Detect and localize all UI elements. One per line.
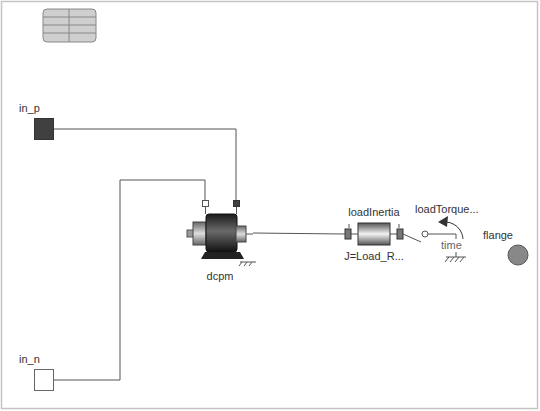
inertia-component: loadInertiaJ=Load_R...: [345, 222, 403, 246]
torque-source-symbol: [422, 216, 466, 262]
connector-circle: [507, 244, 529, 266]
component-label: loadInertia: [348, 206, 399, 219]
dc-motor-symbol: [187, 201, 256, 267]
connection-wire: [54, 180, 205, 380]
component-label: dcpm: [207, 270, 234, 283]
input-pin-negative: [35, 370, 54, 391]
motor-component: dcpm: [187, 200, 253, 266]
torque-component: loadTorque...time: [421, 220, 471, 264]
component-label: flange: [483, 229, 513, 242]
connection-wire: [54, 129, 236, 200]
component-label: in_p: [19, 102, 40, 115]
flange-connector: flange: [507, 244, 529, 266]
flange-circle: [508, 245, 528, 265]
input-pin-positive: [35, 119, 54, 140]
inertia-symbol: [345, 223, 403, 245]
connection-wire: [403, 234, 421, 242]
parameter-label: time: [439, 239, 464, 252]
connection-wire: [253, 233, 345, 234]
component-label: in_n: [19, 353, 40, 366]
component-label: loadTorque...: [415, 203, 479, 216]
parameter-label: J=Load_R...: [344, 250, 404, 263]
table-icon: [43, 9, 96, 42]
input-connector: in_p: [34, 118, 54, 140]
input-connector: in_n: [34, 369, 54, 391]
